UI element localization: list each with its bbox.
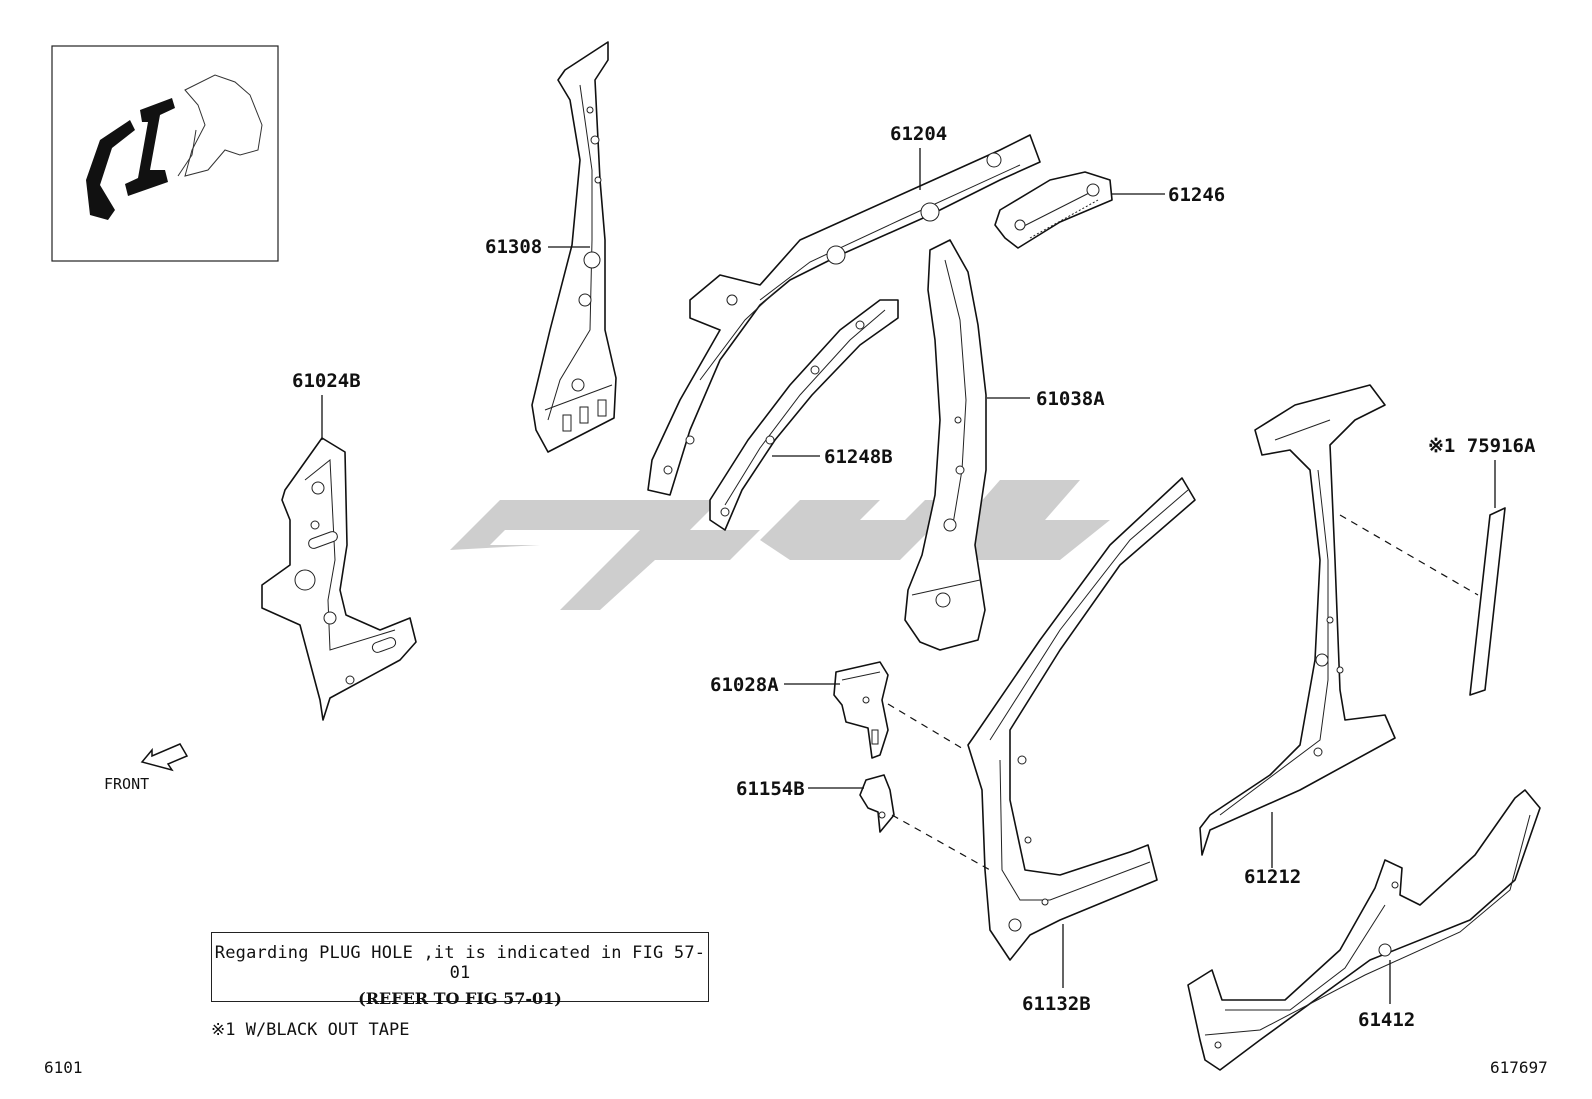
part-61248B (709, 299, 899, 531)
part-61154B (859, 774, 895, 833)
figure-number: 6101 (44, 1058, 83, 1077)
label-61024B: 61024B (292, 370, 361, 392)
watermark-logo (280, 480, 1110, 610)
label-75916A: ※1 75916A (1428, 435, 1536, 457)
part-61024B (261, 437, 417, 721)
part-61212 (1199, 384, 1396, 856)
leader-lines (321, 148, 1496, 1004)
front-label: FRONT (104, 775, 150, 793)
part-61132B (967, 477, 1196, 961)
label-61308: 61308 (485, 236, 542, 258)
part-61204 (647, 134, 1041, 496)
label-61038A: 61038A (1036, 388, 1105, 410)
label-61248B: 61248B (824, 446, 893, 468)
label-61212: 61212 (1244, 866, 1301, 888)
part-61412 (1187, 789, 1541, 1071)
part-75916A (1469, 507, 1506, 696)
footnote-black-out-tape: ※1 W/BLACK OUT TAPE (211, 1020, 410, 1040)
label-61204: 61204 (890, 123, 947, 145)
illustration-number: 617697 (1490, 1058, 1548, 1077)
part-61038A (904, 239, 987, 651)
part-61028A (833, 661, 889, 759)
assembly-dashed-lines (887, 514, 1479, 871)
vehicle-location-inset (51, 45, 279, 262)
label-61412: 61412 (1358, 1009, 1415, 1031)
label-61028A: 61028A (710, 674, 779, 696)
label-61246: 61246 (1168, 184, 1225, 206)
front-arrow-icon (140, 743, 189, 772)
plug-hole-note: Regarding PLUG HOLE ,it is indicated in … (211, 932, 709, 1008)
note-line-2: (REFER TO FIG 57-01) (358, 989, 562, 1008)
label-61154B: 61154B (736, 778, 805, 800)
note-line-1: Regarding PLUG HOLE ,it is indicated in … (214, 943, 706, 983)
part-61246 (994, 171, 1113, 249)
label-61132B: 61132B (1022, 993, 1091, 1015)
